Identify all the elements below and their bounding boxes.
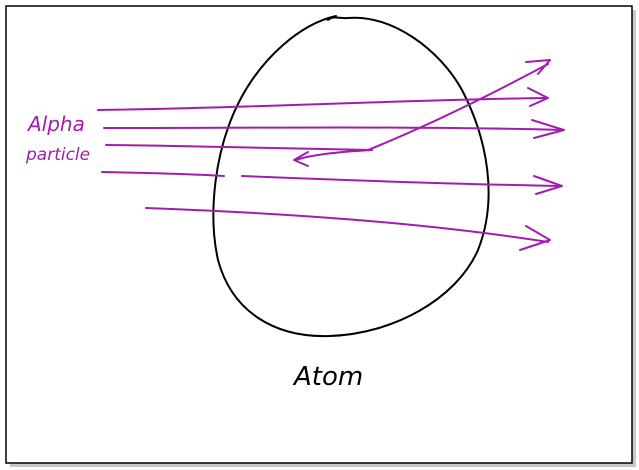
atom-label: Atom: [292, 362, 363, 392]
alpha-particle-label-line2: particle: [25, 145, 90, 165]
alpha-particle-label-line1: Alpha: [26, 112, 85, 136]
